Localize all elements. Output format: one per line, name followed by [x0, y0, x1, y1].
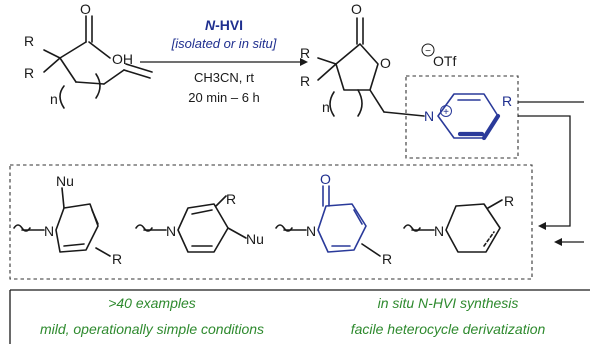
derivative-3-oxygen: O — [320, 171, 331, 187]
pyridinium-highlight-box — [405, 75, 519, 159]
product-r1: R — [300, 45, 310, 61]
derivation-arrows — [518, 101, 584, 246]
highlight-in-situ: in situ N-HVI synthesis — [378, 295, 519, 311]
minus-charge: − — [425, 46, 431, 57]
reagent-label: N-HVI — [205, 17, 243, 33]
reaction-arrow: N-HVI [isolated or in situ] CH3CN, rt 20… — [140, 17, 308, 105]
derivative-dihydropyridine-1: N Nu R — [13, 173, 122, 267]
n-index-label: n — [50, 91, 58, 107]
derivatives-box — [9, 164, 533, 280]
highlight-conditions: mild, operationally simple conditions — [40, 321, 264, 337]
counterion-label: OTf — [433, 53, 456, 69]
derivative-3-r: R — [382, 251, 392, 267]
derivative-1-nitrogen: N — [44, 223, 54, 239]
condition-note: [isolated or in situ] — [171, 36, 277, 51]
derivative-1-r: R — [112, 251, 122, 267]
time-label: 20 min – 6 h — [188, 90, 260, 105]
derivative-pyridone: N O R — [275, 171, 392, 267]
starting-material: O OH R R n — [24, 1, 153, 109]
hydroxyl-label: OH — [112, 51, 133, 67]
derivative-2-r: R — [226, 191, 236, 207]
r1-label: R — [24, 33, 34, 49]
product-r2: R — [300, 73, 310, 89]
carbonyl-oxygen-label: O — [80, 1, 91, 17]
highlights-panel: >40 examples mild, operationally simple … — [9, 289, 590, 344]
derivative-1-nu: Nu — [56, 173, 74, 189]
plus-charge: + — [443, 107, 449, 118]
lactone-product: O O R R n OTf − N + R — [300, 1, 519, 159]
derivative-dihydropyridine-2: N Nu R — [135, 191, 264, 253]
derivative-2-nitrogen: N — [166, 223, 176, 239]
pyridinium-nitrogen: N — [424, 108, 434, 124]
highlight-derivatization: facile heterocycle derivatization — [351, 321, 546, 337]
r2-label: R — [24, 65, 34, 81]
highlight-examples: >40 examples — [108, 295, 196, 311]
derivative-3-nitrogen: N — [306, 223, 316, 239]
solvent-label: CH3CN, rt — [194, 70, 254, 85]
derivative-4-r: R — [504, 193, 514, 209]
product-n-index: n — [322, 99, 330, 115]
derivative-tetrahydropyridine: N R — [403, 193, 514, 253]
product-carbonyl-oxygen: O — [351, 1, 362, 17]
derivative-4-nitrogen: N — [434, 223, 444, 239]
derivative-2-nu: Nu — [246, 231, 264, 247]
pyridinium-r: R — [502, 93, 512, 109]
product-ring-oxygen: O — [380, 55, 391, 71]
